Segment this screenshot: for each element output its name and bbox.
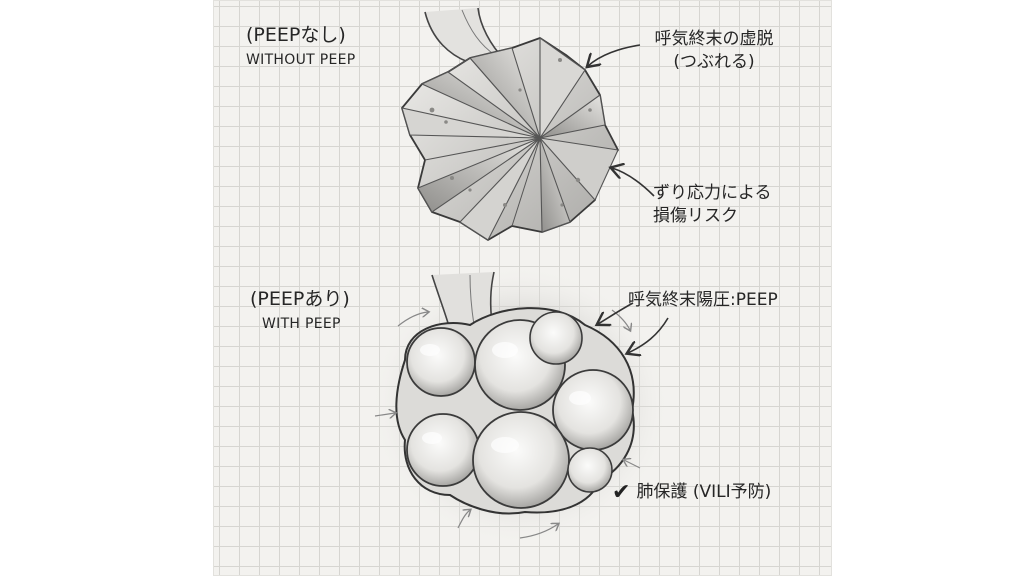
with-peep-title-jp: (PEEPあり) [250,288,350,310]
arrow-icon [588,44,641,66]
check-icon: ✔ [612,480,631,505]
with-peep-title-en: WITH PEEP [262,316,341,332]
collapsed-alveolus [401,7,619,241]
annotation-collapse-line2: (つぶれる) [673,52,755,72]
annotation-lung-protection-text: 肺保護 (VILI予防) [636,482,772,502]
annotation-collapse: 呼気終末の虚脱 (つぶれる) [640,28,788,74]
arrow-icon [628,317,669,353]
annotation-shear-line2: 損傷リスク [653,206,738,226]
annotation-lung-protection: ✔ 肺保護 (VILI予防) [612,480,771,505]
annotation-collapse-line1: 呼気終末の虚脱 [654,29,774,49]
without-peep-title-jp: (PEEPなし) [246,24,346,46]
arrow-icon [612,168,655,197]
without-peep-title-en: WITHOUT PEEP [246,52,356,68]
annotation-peep: 呼気終末陽圧:PEEP [628,290,778,310]
annotation-shear-stress: ずり応力による 損傷リスク [653,182,793,228]
inflated-alveoli-cluster [370,265,670,545]
arrow-icon [598,302,634,324]
pressure-arrows [374,310,641,539]
annotation-shear-line1: ずり応力による [653,183,772,203]
